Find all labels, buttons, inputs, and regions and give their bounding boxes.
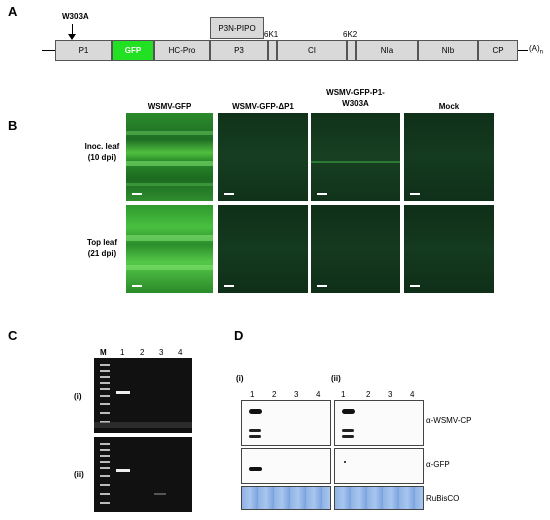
segment-p3: P3 bbox=[210, 40, 268, 61]
genome-5prime-line bbox=[42, 50, 55, 51]
micrograph-mock-top bbox=[404, 205, 494, 293]
scale-bar bbox=[224, 193, 234, 195]
segment-gfp: GFP bbox=[112, 40, 154, 61]
row-label-inoc-2: (10 dpi) bbox=[87, 153, 117, 162]
segment-ci: CI bbox=[277, 40, 347, 61]
blot-i-lane-4: 4 bbox=[316, 390, 321, 399]
blot-i-lane-1: 1 bbox=[250, 390, 255, 399]
row-label-inoc-1: Inoc. leaf bbox=[84, 142, 120, 151]
panel-b-letter: B bbox=[8, 118, 18, 133]
scale-bar bbox=[132, 285, 142, 287]
panel-c-letter: C bbox=[8, 328, 18, 343]
gel-band-lane1 bbox=[116, 469, 130, 472]
segment-nia: NIa bbox=[356, 40, 418, 61]
scale-bar bbox=[317, 193, 327, 195]
col-label-p1-w303a-line2: W303A bbox=[342, 99, 369, 108]
gel-lane-2: 2 bbox=[140, 348, 145, 357]
gel-lane-1: 1 bbox=[120, 348, 125, 357]
mutation-label: W303A bbox=[62, 12, 89, 21]
blot-gfp-ii bbox=[334, 448, 424, 484]
blot-ii-lane-4: 4 bbox=[410, 390, 415, 399]
rubisco-stain-i bbox=[241, 486, 331, 510]
gel-label-ii: (ii) bbox=[74, 470, 84, 479]
antibody-label-gfp: α-GFP bbox=[426, 460, 450, 469]
segment-6k2-box bbox=[347, 40, 356, 61]
segment-hc-pro: HC-Pro bbox=[154, 40, 210, 61]
p3n-pipo-box: P3N-PIPO bbox=[210, 17, 264, 39]
blot-ii-lane-3: 3 bbox=[388, 390, 393, 399]
col-label-mock: Mock bbox=[438, 102, 460, 111]
panel-a-letter: A bbox=[8, 4, 18, 19]
gel-lane-m: M bbox=[100, 348, 107, 357]
label-6k2: 6K2 bbox=[343, 30, 358, 39]
micrograph-p1-w303a-inoc bbox=[311, 113, 400, 201]
blot-ii-lane-2: 2 bbox=[366, 390, 371, 399]
segment-p1: P1 bbox=[55, 40, 112, 61]
gel-faint-band-lane3 bbox=[154, 493, 166, 495]
mutation-arrow-shaft bbox=[72, 24, 73, 36]
blot-gfp-i bbox=[241, 448, 331, 484]
scale-bar bbox=[317, 285, 327, 287]
scale-bar bbox=[410, 193, 420, 195]
blot-i-lane-2: 2 bbox=[272, 390, 277, 399]
segment-6k1-box bbox=[268, 40, 277, 61]
segment-nib: NIb bbox=[418, 40, 478, 61]
gel-label-i: (i) bbox=[74, 392, 82, 401]
scale-bar bbox=[410, 285, 420, 287]
panel-d-letter: D bbox=[234, 328, 244, 343]
blot-i-lane-3: 3 bbox=[294, 390, 299, 399]
rubisco-stain-ii bbox=[334, 486, 424, 510]
blot-label-i: (i) bbox=[236, 374, 244, 383]
row-label-top-2: (21 dpi) bbox=[87, 249, 117, 258]
col-label-delta-p1: WSMV-GFP-ΔP1 bbox=[232, 102, 294, 111]
col-label-p1-w303a-line1: WSMV-GFP-P1- bbox=[326, 88, 385, 97]
scale-bar bbox=[132, 193, 142, 195]
genome-3prime-line bbox=[518, 50, 528, 51]
micrograph-delta-p1-inoc bbox=[218, 113, 308, 201]
gel-image-ii bbox=[94, 437, 192, 512]
row-label-top-1: Top leaf bbox=[86, 238, 118, 247]
gel-lane-3: 3 bbox=[159, 348, 164, 357]
antibody-label-cp: α-WSMV-CP bbox=[426, 416, 472, 425]
loading-control-label: RuBisCO bbox=[426, 494, 460, 503]
blot-label-ii: (ii) bbox=[331, 374, 341, 383]
col-label-wsmv-gfp: WSMV-GFP bbox=[147, 102, 192, 111]
scale-bar bbox=[224, 285, 234, 287]
blot-cp-i bbox=[241, 400, 331, 446]
blot-cp-ii bbox=[334, 400, 424, 446]
micrograph-wsmv-gfp-top bbox=[126, 205, 213, 293]
label-6k1: 6K1 bbox=[264, 30, 279, 39]
micrograph-delta-p1-top bbox=[218, 205, 308, 293]
blot-ii-lane-1: 1 bbox=[341, 390, 346, 399]
micrograph-mock-inoc bbox=[404, 113, 494, 201]
micrograph-p1-w303a-top bbox=[311, 205, 400, 293]
gel-lane-4: 4 bbox=[178, 348, 183, 357]
mutation-arrow-head bbox=[68, 34, 76, 40]
segment-cp: CP bbox=[478, 40, 518, 61]
gel-band-lane1 bbox=[116, 391, 130, 394]
gel-image-i bbox=[94, 358, 192, 433]
poly-a-tail: (A)n bbox=[529, 44, 544, 56]
micrograph-wsmv-gfp-inoc bbox=[126, 113, 213, 201]
